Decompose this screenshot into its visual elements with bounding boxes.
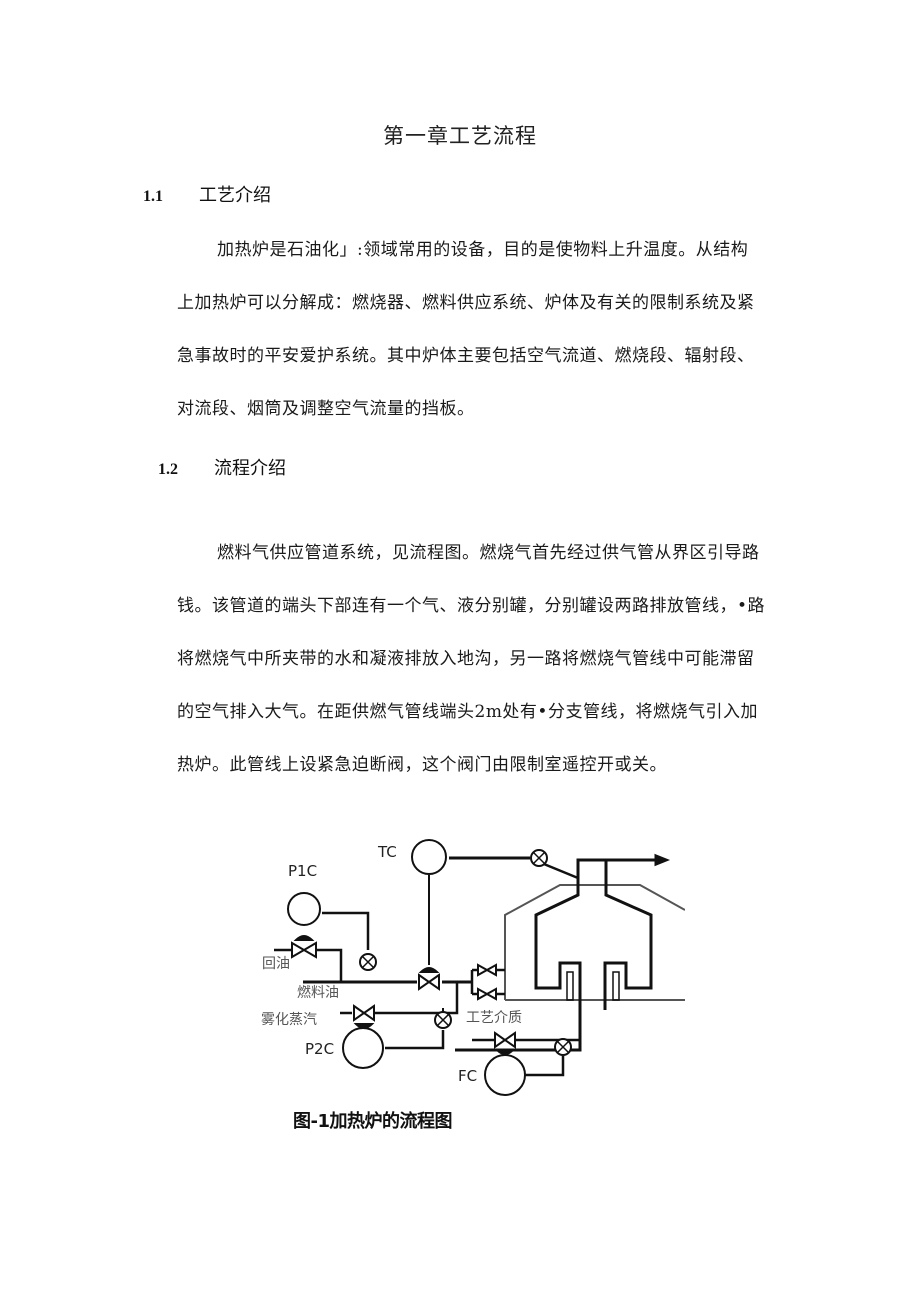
paragraph-line: 急事故时的平安爱护系统。其中炉体主要包括空气流道、燃烧段、辐射段、 (177, 346, 755, 366)
fuel-oil-label: 燃料油 (297, 984, 339, 1001)
section-1-1-paragraph: 加热炉是石油化」:领域常用的设备，目的是使物料上升温度。从结构 上加热炉可以分解… (177, 224, 797, 436)
section-1-2-paragraph: 燃料气供应管道系统，见流程图。燃烧气首先经过供气管从界区引导路 钱。该管道的端头… (177, 527, 797, 792)
fc-label: FC (458, 1067, 477, 1085)
p1c-label: P1C (288, 862, 317, 880)
paragraph-line: 将燃烧气中所夹带的水和凝液排放入地沟，另一路将燃烧气管线中可能滞留 (177, 649, 755, 669)
process-medium-label: 工艺介质 (466, 1010, 522, 1026)
section-heading-1-2: 1.2 流程介绍 (158, 454, 286, 480)
atomizing-steam-label: 雾化蒸汽 (261, 1012, 317, 1028)
section-heading-1-1: 1.1 工艺介绍 (143, 181, 271, 207)
chapter-title: 第一章工艺流程 (383, 124, 537, 148)
tc-label: TC (377, 843, 397, 861)
section-title: 工艺介绍 (199, 185, 271, 206)
fc-controller-icon (484, 1054, 526, 1096)
section-title: 流程介绍 (214, 458, 286, 479)
diagram-svg: TC P1C P2C FC 回油 燃料油 雾化蒸汽 工艺介质 (261, 839, 685, 1096)
p1c-controller-icon (287, 892, 321, 926)
paragraph-line: 对流段、烟筒及调整空气流量的挡板。 (177, 399, 475, 419)
figure-caption: 图-1加热炉的流程图 (293, 1111, 453, 1132)
paragraph-line: 加热炉是石油化」:领域常用的设备，目的是使物料上升温度。从结构 (217, 240, 749, 260)
section-number: 1.1 (143, 188, 163, 205)
section-number: 1.2 (158, 461, 178, 478)
paragraph-line: 燃料气供应管道系统，见流程图。燃烧气首先经过供气管从界区引导路 (217, 543, 760, 563)
paragraph-line: 钱。该管道的端头下部连有一个气、液分别罐，分别罐设两路排放管线，•路 (177, 596, 766, 616)
tc-controller-icon (411, 839, 447, 875)
p2c-controller-icon (342, 1027, 384, 1069)
p2c-label: P2C (305, 1040, 334, 1058)
return-oil-label: 回油 (262, 956, 290, 972)
paragraph-line: 上加热炉可以分解成：燃烧器、燃料供应系统、炉体及有关的限制系统及紧 (177, 293, 755, 313)
paragraph-line: 的空气排入大气。在距供燃气管线端头2m处有•分支管线，将燃烧气引入加 (177, 702, 758, 722)
heating-furnace-flow-diagram: TC P1C P2C FC 回油 燃料油 雾化蒸汽 工艺介质 (245, 835, 685, 1100)
paragraph-line: 热炉。此管线上设紧急迫断阀，这个阀门由限制室遥控开或关。 (177, 755, 667, 775)
